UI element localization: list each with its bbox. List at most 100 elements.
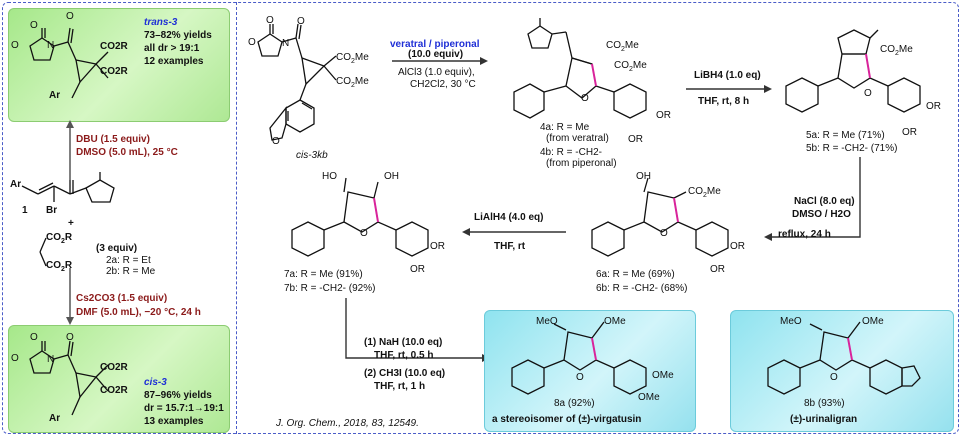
trans-examples: 12 examples xyxy=(144,56,204,67)
trans-yields: 73–82% yields xyxy=(144,30,212,41)
virgatusin-box xyxy=(484,310,696,432)
p8b-ome-2: OMe xyxy=(862,316,884,327)
p8a-ring-o: O xyxy=(576,372,584,383)
p5-or-1: OR xyxy=(926,101,941,112)
step5-arrow xyxy=(345,298,490,362)
p4-co2me-1: CO2Me xyxy=(606,40,639,53)
step1-arrow xyxy=(392,57,488,65)
p7-or-1: OR xyxy=(430,241,445,252)
kb-co2me-bottom: CO2Me xyxy=(336,76,369,89)
p5-or-2: OR xyxy=(902,127,917,138)
compound-8a-structure xyxy=(511,321,647,395)
step1-equiv: (10.0 equiv) xyxy=(408,49,464,60)
step3-arrow xyxy=(764,157,861,241)
kb-oxo-o: O xyxy=(266,15,274,26)
oxazolidinone-o-label: O xyxy=(30,20,38,31)
p7b-label: 7b: R = -CH2- (92%) xyxy=(284,283,376,294)
cis-dr: dr = 15.7:1→19:1 xyxy=(144,403,224,414)
cis-co2r-top: CO2R xyxy=(100,362,128,373)
p7a-label: 7a: R = Me (91%) xyxy=(284,269,363,280)
cis-cond-1: Cs2CO3 (1.5 equiv) xyxy=(76,293,168,304)
p6b-label: 6b: R = -CH2- (68%) xyxy=(596,283,688,294)
p4-co2me-2: CO2Me xyxy=(614,60,647,73)
p7-oh-2: OH xyxy=(384,171,399,182)
step5-line2: THF, rt, 0.5 h xyxy=(374,350,434,361)
step5-line3: (2) CH3I (10.0 eq) xyxy=(364,368,446,379)
p7-or-2: OR xyxy=(410,264,425,275)
cis-yields: 87–96% yields xyxy=(144,390,212,401)
malonate-2a: 2a: R = Et xyxy=(106,255,151,266)
br-label: Br xyxy=(46,205,58,216)
cis-3kb-label: cis-3kb xyxy=(296,150,328,161)
cis-3kb-structure xyxy=(257,23,337,141)
p8a-ome-1: MeO xyxy=(536,316,558,327)
ar-start-label: Ar xyxy=(10,179,22,190)
cis-3-structure xyxy=(29,340,109,416)
p4-ring-o: O xyxy=(581,93,589,104)
p4-or-1: OR xyxy=(656,110,671,121)
p6-ring-o: O xyxy=(660,228,668,239)
trans-3-structure xyxy=(29,27,109,99)
compound-1-label: 1 xyxy=(22,205,28,216)
cis-examples: 13 examples xyxy=(144,416,204,427)
p5-co2me: CO2Me xyxy=(880,44,913,57)
p8b-name: (±)-urinaligran xyxy=(790,414,858,425)
trans-3-label: trans-3 xyxy=(144,17,178,28)
compound-8b-structure xyxy=(767,321,921,395)
p7-ring-o: O xyxy=(360,228,368,239)
p6a-label: 6a: R = Me (69%) xyxy=(596,269,675,280)
p4b-note: (from piperonal) xyxy=(546,158,617,169)
carbonyl-o-label: O xyxy=(66,11,74,22)
panel-divider xyxy=(236,2,237,434)
kb-co2me-top: CO2Me xyxy=(336,52,369,65)
kb-ring-o: O xyxy=(248,37,256,48)
journal-reference: J. Org. Chem., 2018, 83, 12549. xyxy=(276,418,419,429)
p4a-note: (from veratral) xyxy=(546,133,609,144)
malonate-equiv: (3 equiv) xyxy=(96,243,138,254)
p8a-ome-4: OMe xyxy=(638,392,660,403)
cis-cond-2: DMF (5.0 mL), −20 °C, 24 h xyxy=(76,307,201,318)
step3-line1: NaCl (8.0 eq) xyxy=(794,196,855,207)
co2r-bottom: CO2R xyxy=(100,66,128,77)
kb-n: N xyxy=(282,38,290,49)
co2r-top: CO2R xyxy=(100,41,128,52)
compound-6-structure xyxy=(591,177,729,257)
ar-label: Ar xyxy=(49,90,61,101)
cis-ar-label: Ar xyxy=(49,413,61,424)
step1-line2: AlCl3 (1.0 equiv), xyxy=(398,67,475,78)
p6-oh: OH xyxy=(636,171,651,182)
p5-ring-o: O xyxy=(864,88,872,99)
compound-5-structure xyxy=(785,29,921,113)
cis-3-label: cis-3 xyxy=(144,377,167,388)
step2-arrow xyxy=(686,85,772,93)
malonate-co2r-bottom: CO2R xyxy=(46,260,73,273)
malonate-structure xyxy=(39,237,47,267)
cis-oxo-o-label: O xyxy=(30,332,38,343)
step2-line1: LiBH4 (1.0 eq) xyxy=(694,70,761,81)
malonate-co2r-top: CO2R xyxy=(46,232,73,245)
trans-cond-1: DBU (1.5 equiv) xyxy=(76,134,150,145)
malonate-2b: 2b: R = Me xyxy=(106,266,156,277)
step5-line4: THF, rt, 1 h xyxy=(374,381,426,392)
step3-line2: DMSO / H2O xyxy=(792,209,851,220)
step4-arrow xyxy=(462,228,566,236)
p6-or-2: OR xyxy=(710,264,725,275)
p7-oh-1: HO xyxy=(322,171,337,182)
p4-or-2: OR xyxy=(628,134,643,145)
p5b-label: 5b: R = -CH2- (71%) xyxy=(806,143,898,154)
left-reaction-arrows xyxy=(66,120,74,325)
p5a-label: 5a: R = Me (71%) xyxy=(806,130,885,141)
cis-n-label: N xyxy=(47,354,55,365)
p8b-label: 8b (93%) xyxy=(804,398,845,409)
step1-line3: CH2Cl2, 30 °C xyxy=(410,79,476,90)
step1-reagent: veratral / piperonal xyxy=(390,39,480,50)
cis-co2r-bottom: CO2R xyxy=(100,385,128,396)
ring-o-label: O xyxy=(11,40,19,51)
step3-line3: reflux, 24 h xyxy=(778,229,831,240)
cis-carbonyl-o-label: O xyxy=(66,332,74,343)
p4a-label: 4a: R = Me xyxy=(540,122,590,133)
p8b-ring-o: O xyxy=(830,372,838,383)
kb-benzodioxole-o: O xyxy=(272,136,280,147)
compound-7-structure xyxy=(291,177,429,257)
